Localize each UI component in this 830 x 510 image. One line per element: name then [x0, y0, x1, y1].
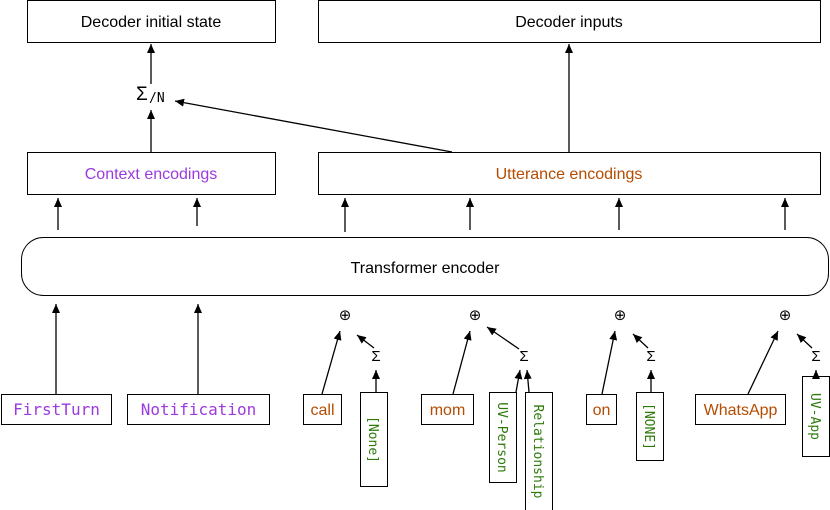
add-operator: ⊕ [339, 307, 352, 324]
utterance-token-word: WhatsApp [704, 402, 778, 419]
decoder-initial-state-box: Decoder initial state [27, 0, 276, 43]
arrow-word-to-add [452, 330, 472, 395]
context-token-firstturn: FirstTurn [1, 394, 112, 425]
add-operator: ⊕ [469, 307, 482, 324]
aggregator-divisor: /N [149, 91, 165, 106]
sum-operator: Σ [519, 348, 528, 365]
decoder-initial-state-label: Decoder initial state [81, 14, 222, 31]
arrow-word-to-add [747, 330, 779, 395]
uv-label: [None] [365, 416, 380, 463]
utterance-token-word: on [593, 402, 611, 419]
add-operator: ⊕ [614, 307, 627, 324]
transformer-encoder-box: Transformer encoder [21, 237, 829, 296]
sum-operator: Σ [811, 348, 820, 365]
utterance-token-mom: mom [421, 394, 474, 425]
arrow-uv-to-sum [523, 369, 532, 393]
context-encodings-box: Context encodings [27, 152, 276, 195]
uv-box-on-none: [NONE] [636, 392, 664, 461]
encoder-output-arrows [54, 198, 789, 232]
utterance-token-whatsapp: WhatsApp [695, 394, 786, 425]
arrow-sum-to-add [356, 334, 375, 349]
transformer-encoder-label: Transformer encoder [351, 260, 500, 277]
mean-aggregator: Σ /N [136, 84, 165, 106]
sum-operator: Σ [646, 348, 655, 365]
arrow-sum-to-add [796, 333, 813, 349]
context-token-label: Notification [141, 400, 257, 419]
uv-label: Relationship [530, 405, 545, 499]
utterance-encodings-box: Utterance encodings [318, 152, 821, 195]
aggregator-sigma: Σ [136, 84, 148, 105]
arrow-uv-to-sum [514, 369, 523, 393]
uv-box-call-none: [None] [360, 392, 388, 487]
utterance-token-on: on [586, 394, 617, 425]
uv-label: UV-App [807, 393, 822, 440]
arrow-sum-to-add [632, 333, 649, 349]
utterance-token-word: call [310, 402, 334, 419]
utterance-token-word: mom [430, 402, 466, 419]
uv-box-whatsapp-app: UV-App [802, 376, 830, 457]
arrow-sum-to-add [486, 326, 520, 350]
decoder-inputs-label: Decoder inputs [515, 14, 623, 31]
context-token-notification: Notification [127, 394, 270, 425]
sum-operator: Σ [371, 348, 380, 365]
utterance-encodings-label: Utterance encodings [496, 166, 643, 183]
uv-label: UV-Person [494, 402, 509, 472]
utterance-token-call: call [303, 394, 342, 425]
add-operator: ⊕ [779, 307, 792, 324]
context-token-label: FirstTurn [13, 400, 100, 419]
uv-box-mom-relationship: Relationship [525, 392, 553, 510]
arrow-word-to-add [601, 330, 618, 395]
arrow-utterance-to-aggregator [174, 98, 453, 153]
arrow-word-to-add [321, 330, 342, 395]
uv-box-mom-person: UV-Person [489, 392, 517, 483]
context-encodings-label: Context encodings [85, 166, 218, 183]
decoder-inputs-box: Decoder inputs [318, 0, 821, 43]
uv-label: [NONE] [641, 403, 656, 450]
